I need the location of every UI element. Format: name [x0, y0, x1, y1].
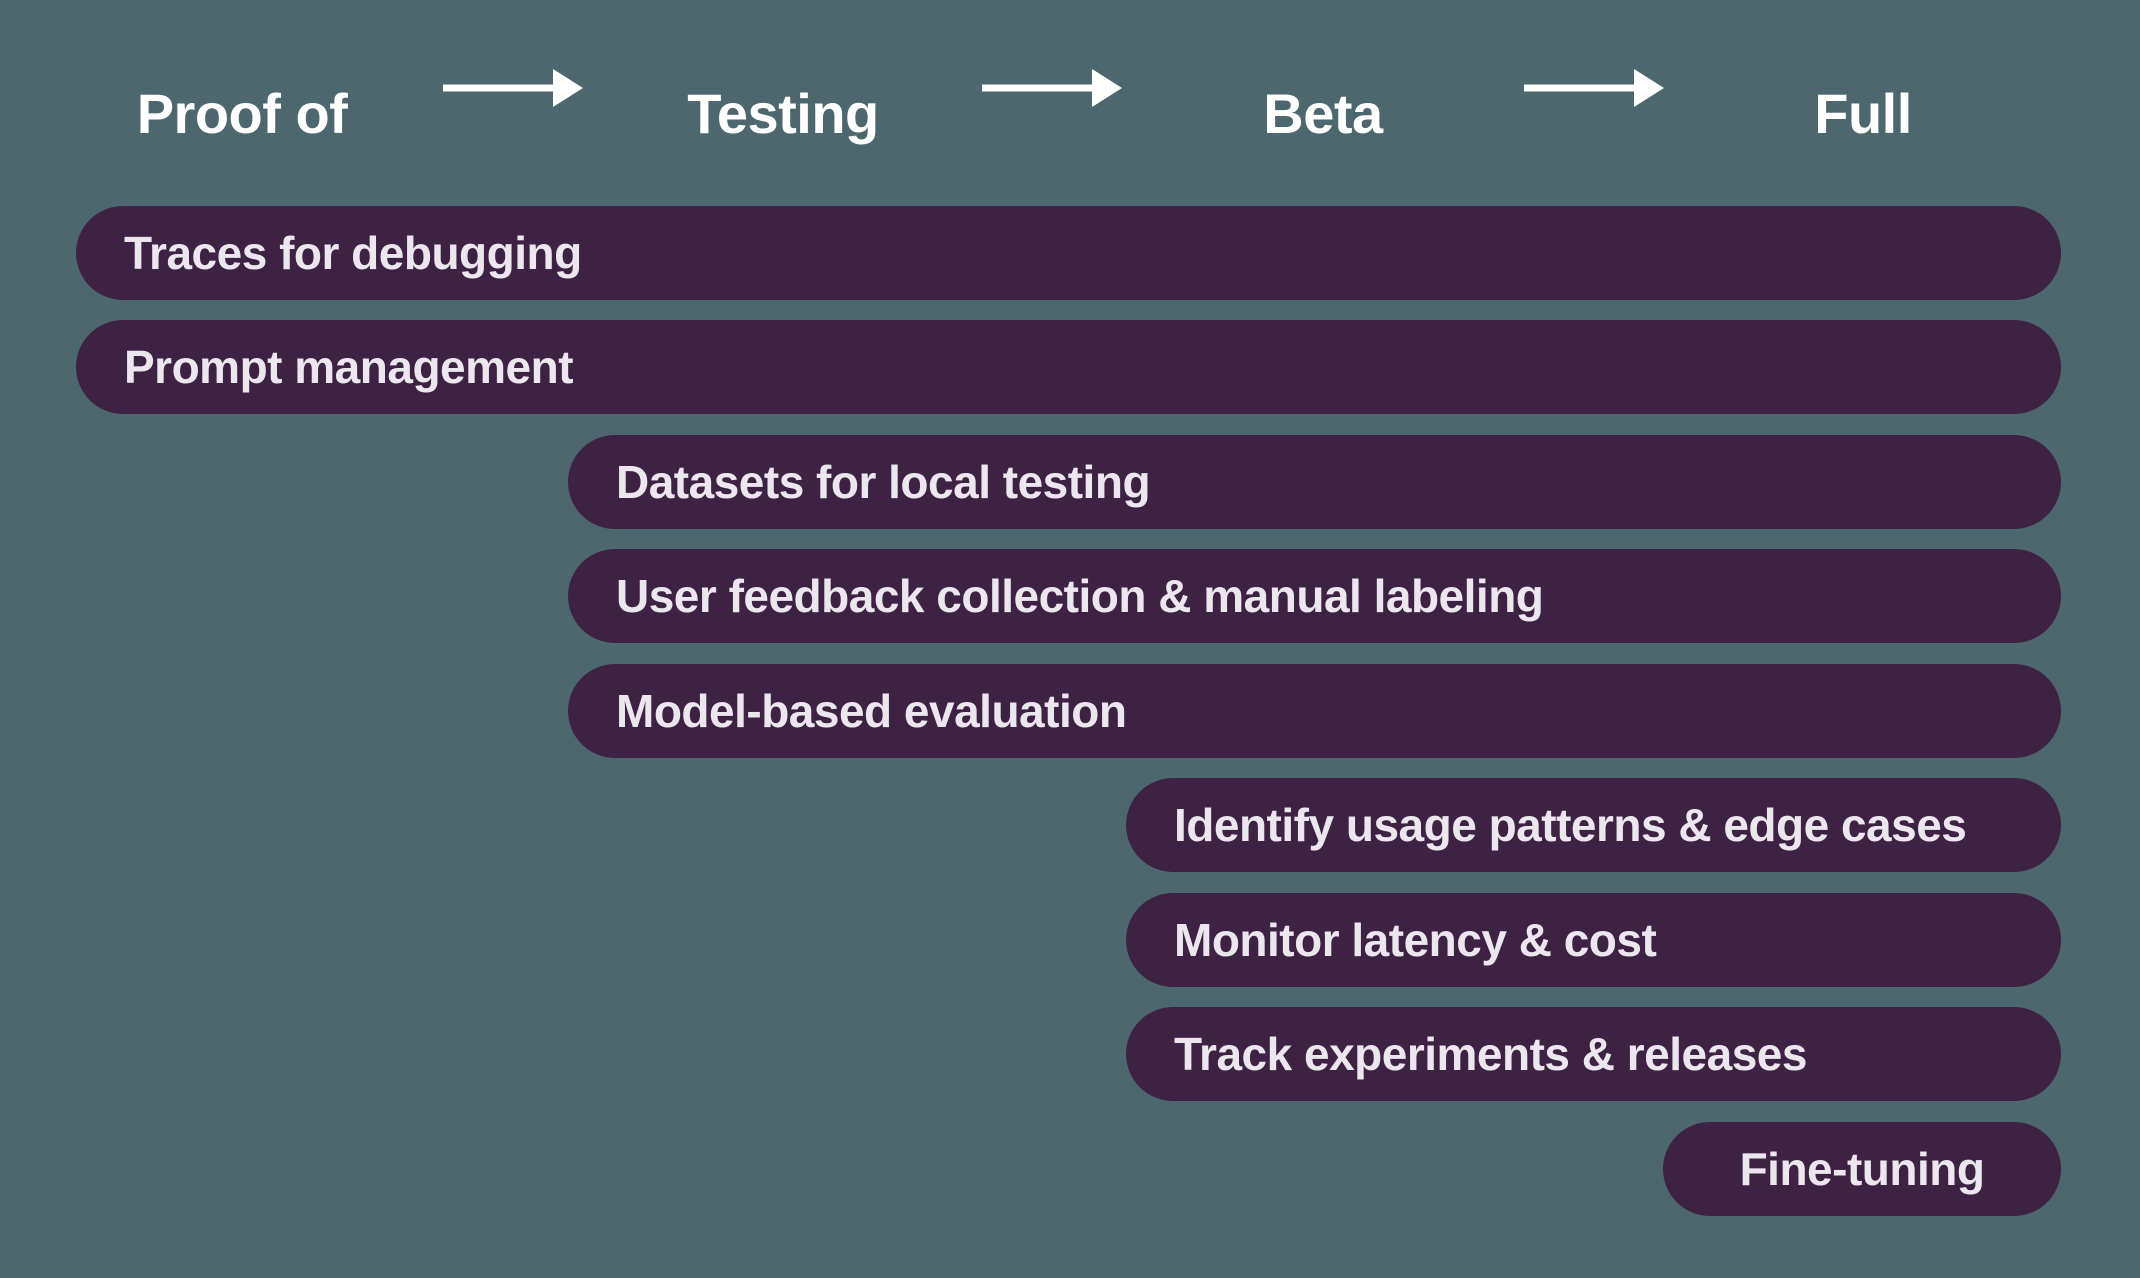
bar-label: Fine-tuning [1739, 1143, 1985, 1195]
bar-monitor-latency-cost: Monitor latency & cost [1126, 893, 2061, 987]
right-arrow-icon [982, 69, 1122, 107]
bar-label: Identify usage patterns & edge cases [1174, 799, 1967, 851]
bar-label: Prompt management [124, 341, 574, 393]
bar-track-experiments-releases: Track experiments & releases [1126, 1007, 2061, 1101]
bar-prompt-management: Prompt management [76, 320, 2061, 414]
bar-label: User feedback collection & manual labeli… [616, 570, 1544, 622]
stage-header-line: Beta [1263, 82, 1383, 145]
bar-user-feedback-collection: User feedback collection & manual labeli… [568, 549, 2061, 643]
bar-label: Traces for debugging [124, 227, 582, 279]
bar-traces-for-debugging: Traces for debugging [76, 206, 2061, 300]
stage-header-line: Full [1814, 82, 1912, 145]
bar-label: Track experiments & releases [1174, 1028, 1807, 1080]
bar-identify-usage-patterns: Identify usage patterns & edge cases [1126, 778, 2061, 872]
right-arrow-icon [443, 69, 583, 107]
bar-label: Model-based evaluation [616, 685, 1127, 737]
bar-label: Monitor latency & cost [1174, 914, 1657, 966]
bar-label: Datasets for local testing [616, 456, 1151, 508]
right-arrow-icon [1524, 69, 1664, 107]
bar-datasets-for-local-testing: Datasets for local testing [568, 435, 2061, 529]
stage-header-line: Proof of [136, 82, 348, 145]
bar-model-based-evaluation: Model-based evaluation [568, 664, 2061, 758]
bar-fine-tuning: Fine-tuning [1663, 1122, 2061, 1216]
stage-header-line: Testing [687, 82, 879, 145]
